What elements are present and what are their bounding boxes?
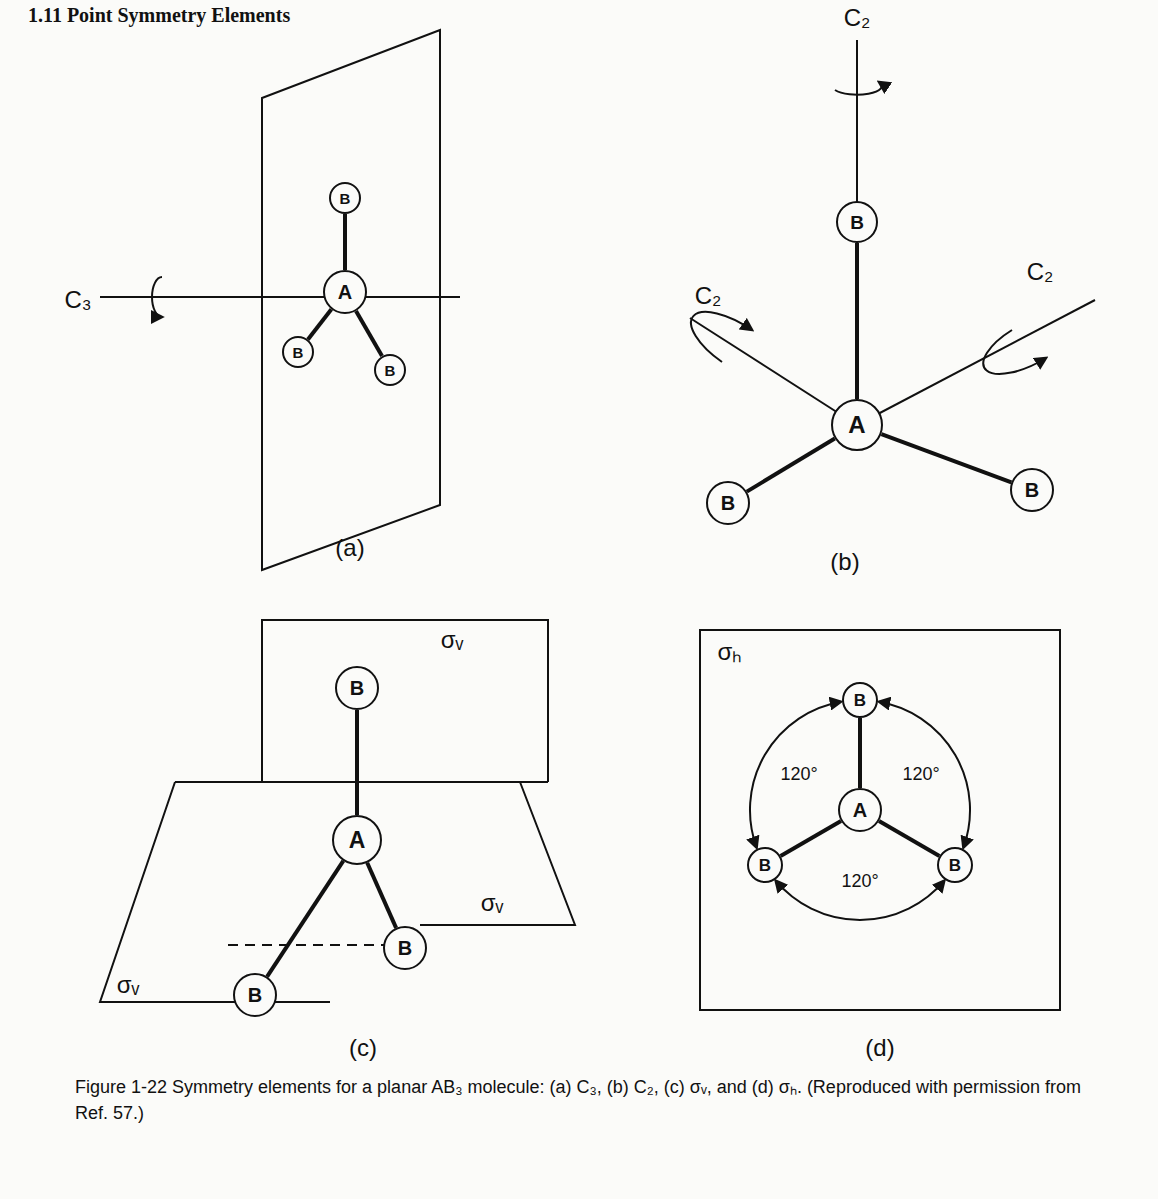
atom-symbol: A	[848, 413, 865, 437]
bond-line	[356, 311, 382, 356]
atom-symbol: B	[248, 985, 262, 1005]
figure-label: σᵥ	[481, 890, 504, 916]
atom-symbol: B	[1025, 480, 1039, 500]
atom-circle: B	[282, 336, 314, 368]
figure-label: C₃	[64, 287, 91, 313]
atom-circle: A	[332, 815, 382, 865]
bond-line	[881, 434, 1011, 482]
plane-edge	[175, 781, 548, 783]
figure-label: C₂	[695, 283, 722, 309]
bond-line	[355, 710, 359, 815]
atom-circle: B	[329, 182, 361, 214]
atom-circle: B	[383, 926, 427, 970]
rotation-arrow	[835, 82, 882, 95]
rotation-arrow	[152, 277, 162, 317]
bond-line	[343, 214, 347, 270]
atom-circle: B	[842, 682, 878, 718]
figure-label: (a)	[335, 535, 364, 561]
figure-label: 120°	[841, 872, 878, 892]
figure-label: σᵥ	[441, 627, 464, 653]
atom-circle: B	[374, 354, 406, 386]
figure-caption: Figure 1-22 Symmetry elements for a plan…	[75, 1074, 1085, 1126]
vertical-plane	[262, 620, 548, 782]
bond-line	[879, 821, 939, 856]
atom-symbol: A	[349, 829, 366, 852]
atom-symbol: B	[293, 345, 304, 360]
atom-symbol: A	[338, 282, 352, 302]
vertical-plane	[420, 782, 575, 925]
c3-axis	[100, 296, 460, 298]
figure-label: (d)	[865, 1035, 894, 1061]
atom-symbol: B	[949, 857, 961, 874]
atom-symbol: A	[853, 800, 867, 820]
figure-label: (b)	[830, 549, 859, 575]
atom-circle: B	[937, 847, 973, 883]
figure-label: 1.11 Point Symmetry Elements	[28, 4, 290, 26]
atom-circle: A	[831, 399, 883, 451]
figure-label: C₂	[844, 5, 871, 31]
atom-circle: A	[838, 788, 882, 832]
figure-label: 120°	[902, 765, 939, 785]
rotation-arrow	[691, 312, 752, 362]
panel-a-plane-and-axis	[100, 30, 460, 570]
figure-label: σₕ	[718, 639, 743, 665]
atom-symbol: B	[759, 857, 771, 874]
c2-axis	[690, 318, 857, 425]
atom-circle: B	[706, 481, 750, 525]
panel-d-plane	[700, 630, 1060, 1010]
figure-label: C₂	[1027, 259, 1054, 285]
bond-line	[308, 309, 332, 339]
atom-symbol: B	[850, 213, 864, 232]
bond-line	[747, 439, 835, 492]
figure-label: 120°	[780, 765, 817, 785]
atom-circle: A	[323, 270, 367, 314]
panel-c-planes	[100, 620, 575, 1002]
panel-b-axes	[690, 40, 1095, 425]
c2-axis	[857, 300, 1095, 425]
angle-arc	[879, 702, 970, 848]
rotation-arrow	[983, 330, 1046, 374]
figure-label: (c)	[349, 1035, 377, 1061]
atom-circle: B	[747, 847, 783, 883]
bond-line	[781, 821, 841, 856]
mirror-plane	[262, 30, 440, 570]
figure-label: σᵥ	[117, 972, 140, 998]
bond-line	[267, 861, 343, 977]
vertical-plane	[100, 782, 330, 1002]
bond-line	[855, 243, 859, 399]
angle-arc	[750, 702, 841, 848]
atom-symbol: B	[721, 493, 735, 513]
atom-symbol: B	[398, 938, 412, 958]
atom-circle: B	[233, 973, 277, 1017]
atom-symbol: B	[350, 678, 364, 698]
atom-symbol: B	[385, 363, 396, 378]
bond-line	[858, 718, 862, 788]
atom-circle: B	[836, 201, 878, 243]
atom-symbol: B	[340, 191, 351, 206]
atom-circle: B	[335, 666, 379, 710]
bond-line	[367, 863, 396, 928]
atom-symbol: B	[854, 692, 866, 709]
horizontal-plane	[700, 630, 1060, 1010]
atom-circle: B	[1010, 468, 1054, 512]
